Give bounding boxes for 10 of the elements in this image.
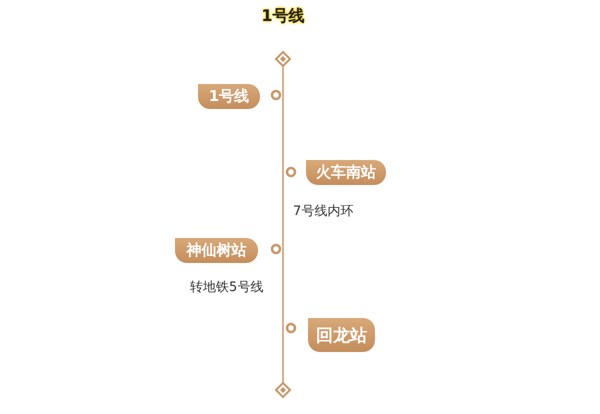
transfer-note: 转地铁5号线 [190,279,264,296]
station-label: 火车南站 [306,160,386,185]
diamond-marker [274,382,292,398]
diamond-marker [274,50,292,68]
station-label: 回龙站 [308,318,375,352]
station-label: 神仙树站 [175,238,258,263]
station-label: 1号线 [198,84,260,109]
timeline-line [282,66,284,383]
title: 1号线 [260,6,306,27]
transfer-note: 7号线内环 [293,203,354,220]
